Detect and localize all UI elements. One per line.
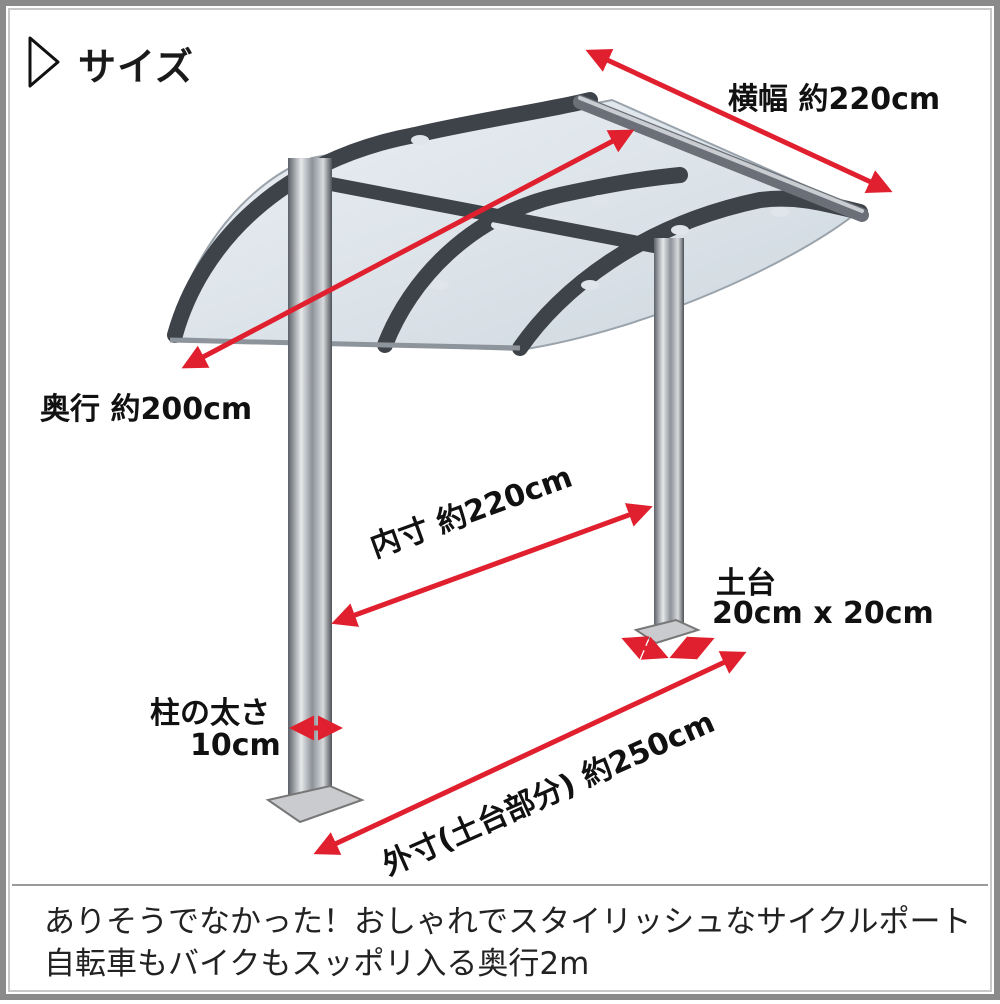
left-base-plate [265,784,365,824]
base-title: 土台 [716,566,776,601]
right-pillar [654,238,684,633]
left-pillar [288,158,332,808]
footer-line-1: ありそうでなかった！おしゃれでスタイリッシュなサイクルポート [44,904,972,940]
pillar-title: 柱の太さ [150,696,270,731]
page-title: サイズ [78,45,194,89]
base-arrow-right [669,636,715,660]
outer-arrow [313,651,747,855]
footer-caption: ありそうでなかった！おしゃれでスタイリッシュなサイクルポート 自転車もバイクもス… [12,884,988,990]
footer-line-2: 自転車もバイクもスッポリ入る奥行2m [44,946,590,982]
inner-frame [8,8,992,992]
width-arrow [585,49,893,193]
base-size: 20cm x 20cm [712,596,934,631]
depth-arrow [181,129,635,369]
pillar-size: 10cm [190,728,281,763]
base-arrow-left [621,636,669,660]
width-label: 横幅 約220cm [728,82,941,117]
depth-label: 奥行 約200cm [40,392,253,427]
right-base-plate [633,618,701,645]
triangle-outline-icon [28,36,60,88]
inner-arrow [331,503,653,627]
